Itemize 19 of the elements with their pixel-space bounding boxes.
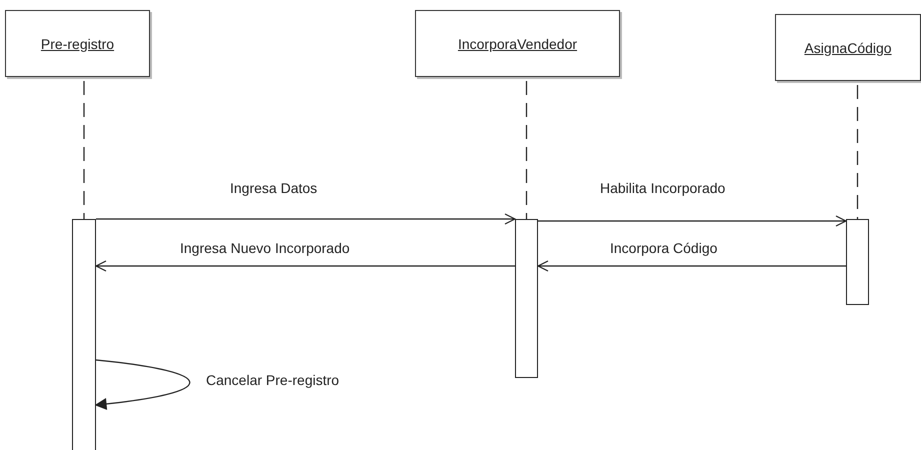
message-arrow: [538, 215, 847, 227]
activation-bar: [72, 219, 96, 450]
message-label: Habilita Incorporado: [598, 180, 728, 196]
message-label: Incorpora Código: [608, 240, 720, 256]
message-label: Ingresa Nuevo Incorporado: [178, 240, 352, 256]
message-label: Ingresa Datos: [228, 180, 320, 196]
message-arrow: [96, 213, 516, 225]
activation-bar: [846, 219, 869, 305]
object-name: Pre-registro: [40, 36, 114, 52]
object-name: AsignaCódigo: [804, 40, 892, 56]
message-arrow: [95, 260, 515, 272]
lifeline-head-box: [5, 10, 150, 77]
lifeline-head-box: [775, 14, 921, 81]
lifeline-head-box: [415, 10, 620, 77]
object-name: IncorporaVendedor: [458, 36, 578, 52]
self-message-arrow: [95, 359, 190, 410]
message-arrow: [537, 260, 846, 272]
activation-bar: [515, 219, 538, 378]
message-label: Cancelar Pre-registro: [204, 372, 342, 388]
